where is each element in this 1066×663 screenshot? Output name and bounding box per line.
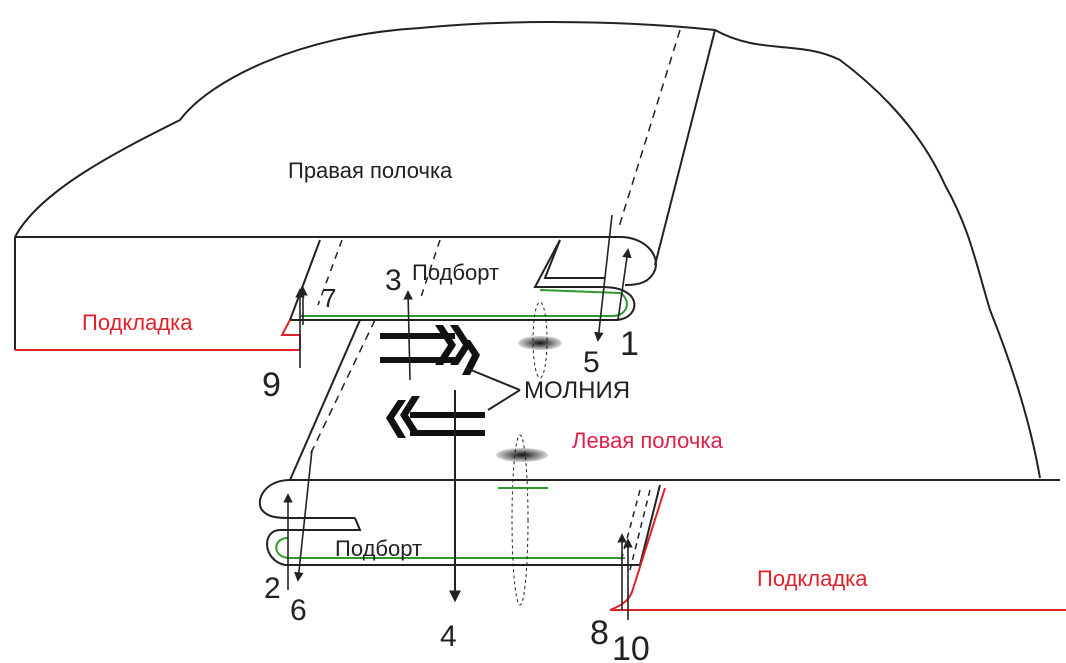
right-front-topstitch xyxy=(617,29,681,231)
arrow-5 xyxy=(594,214,613,342)
seam-number-7: 7 xyxy=(322,283,336,313)
upper-facing-stitch xyxy=(300,289,628,317)
arrow-6 xyxy=(294,449,313,582)
upper-facing-label: Подборт xyxy=(412,260,499,285)
seam-number-9: 9 xyxy=(262,366,281,404)
right-front-side xyxy=(654,29,716,266)
right-front-fold xyxy=(619,236,657,286)
right-lining-label: Подкладка xyxy=(757,566,868,591)
zipper-tape-1 xyxy=(380,333,455,339)
left-lining-corner xyxy=(280,319,301,350)
upper-facing-dashed-2 xyxy=(419,239,441,301)
thread-ring-lower xyxy=(496,434,548,606)
zipper-bottom-half xyxy=(386,396,485,438)
zipper-teeth-4 xyxy=(386,400,406,438)
zipper-pointer-lines xyxy=(465,367,521,411)
left-front-dashed xyxy=(309,319,376,456)
upper-facing-inner xyxy=(543,239,605,279)
zipper-tape-4 xyxy=(410,430,485,436)
seam-number-1: 1 xyxy=(620,325,639,363)
arrow-3 xyxy=(403,290,413,381)
upper-facing-dashed-1 xyxy=(317,239,343,306)
seam-number-3: 3 xyxy=(385,264,402,297)
lower-facing-outline xyxy=(266,484,661,566)
left-front-label: Левая полочка xyxy=(572,428,723,453)
right-front-outline xyxy=(14,21,1041,479)
left-front-panel xyxy=(258,319,1060,519)
right-front-label: Правая полочка xyxy=(288,158,453,183)
lower-facing-stitch xyxy=(275,537,625,559)
left-front-top-edge xyxy=(289,319,361,481)
right-lining xyxy=(609,487,1066,611)
right-lining-side xyxy=(609,487,666,611)
seam-number-10: 10 xyxy=(612,630,650,663)
right-front-panel xyxy=(14,21,1041,479)
zipper-teeth-1 xyxy=(435,325,456,365)
seam-number-8: 8 xyxy=(590,614,609,652)
lower-facing xyxy=(266,484,661,566)
right-lining-dashes xyxy=(619,489,651,571)
seam-number-2: 2 xyxy=(264,572,281,605)
arrow-1 xyxy=(617,248,632,321)
zipper-top-half xyxy=(380,325,480,375)
left-lining-label: Подкладка xyxy=(82,310,193,335)
left-front-fold xyxy=(258,479,355,519)
seam-arrows xyxy=(283,214,633,620)
zipper-tape-3 xyxy=(410,412,485,418)
seam-number-4: 4 xyxy=(440,620,457,653)
thread-ring-upper xyxy=(518,301,562,379)
zipper-teeth-5 xyxy=(400,396,420,434)
lower-facing-label: Подборт xyxy=(335,536,422,561)
seam-number-6: 6 xyxy=(290,594,307,627)
zipper-label: МОЛНИЯ xyxy=(524,377,630,404)
zipper-teeth-3 xyxy=(462,340,480,375)
seam-number-5: 5 xyxy=(583,346,600,379)
zipper-tape-2 xyxy=(380,357,455,363)
